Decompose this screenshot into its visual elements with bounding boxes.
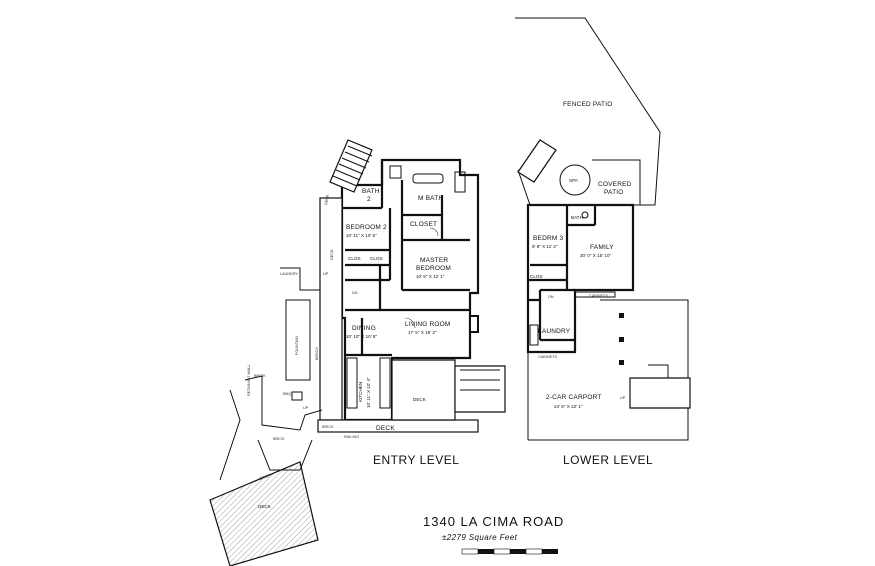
spa-tub xyxy=(559,164,591,196)
covered-patio-edge xyxy=(592,159,641,205)
square-feet: ±2279 Square Feet xyxy=(442,533,518,542)
kitchen-dim: 10' 11" X 10' 4" xyxy=(366,377,371,408)
closet-label: CLOSET xyxy=(410,221,437,228)
post xyxy=(619,313,624,318)
door-swing xyxy=(404,317,416,329)
family-label: FAMILY xyxy=(590,244,614,251)
covered-label: COVERED xyxy=(598,181,632,188)
bbq-box xyxy=(291,391,303,401)
bbq-label: BBQ xyxy=(283,392,291,396)
lower-up-label: UP xyxy=(620,396,626,400)
carport-label: 2-CAR CARPORT xyxy=(546,394,602,401)
bedrm3-dim: 9' 8" X 11' 2" xyxy=(532,244,558,249)
bedroom2-label: BEDROOM 2 xyxy=(346,224,387,231)
laundry-small-label: LAUNDRY xyxy=(280,272,299,276)
deck-main-label: DECK xyxy=(413,397,427,402)
clos1-label: CLOS xyxy=(348,256,361,261)
fenced-patio-boundary xyxy=(515,17,661,206)
bedroom-label: BEDROOM xyxy=(416,265,451,272)
post xyxy=(619,360,624,365)
m-bath-fixture xyxy=(454,171,466,193)
master-label: MASTER xyxy=(420,257,448,264)
carport-dim: 24' 6" X 22' 1" xyxy=(554,404,583,409)
bedroom2-dim: 10' 11" X 10' 5" xyxy=(346,233,377,238)
post xyxy=(619,337,624,342)
lower-dn-label: DN xyxy=(548,295,554,299)
living-dim: 17' 5" X 18' 2" xyxy=(408,330,437,335)
fountain-walk xyxy=(285,299,311,381)
entry-level-plan xyxy=(209,139,506,566)
lower-stair-top xyxy=(517,139,557,183)
lower-bath-label: BATH xyxy=(571,215,583,220)
lower-interior-walls xyxy=(528,205,597,342)
bath2-fixture xyxy=(389,165,402,179)
bath-toilet xyxy=(581,211,589,219)
deck-vertical-label: DECK xyxy=(330,249,334,260)
address-title: 1340 LA CIMA ROAD xyxy=(423,514,564,529)
master-dim: 10' 8" X 12' 1" xyxy=(416,274,445,279)
brick-label-4: BRICK xyxy=(259,473,272,481)
bench-label: BENCH xyxy=(315,346,319,360)
carport-edge xyxy=(527,299,689,441)
cabinets-label-2: CABINETS xyxy=(538,355,557,359)
fountain-label: FOUNTAIN xyxy=(295,336,299,355)
entry-right-deck xyxy=(391,359,506,421)
up-label: UP xyxy=(303,406,309,410)
living-label: LIVING ROOM xyxy=(405,321,451,328)
cabinets-box xyxy=(574,291,616,298)
laundry-machine xyxy=(529,324,539,346)
lower-hatched-deck xyxy=(209,461,319,566)
brick-label-3: BRICK xyxy=(322,425,334,429)
entry-stair-top xyxy=(329,139,373,193)
spa-label: SPA xyxy=(569,178,579,183)
entry-level-heading: ENTRY LEVEL xyxy=(373,453,459,467)
deck-vertical-label-2: DECK xyxy=(324,194,330,206)
fireplace xyxy=(469,315,479,333)
bathtub xyxy=(412,173,444,184)
deck-lower-label: DECK xyxy=(258,504,272,509)
scale-bar xyxy=(461,548,558,555)
title-block: 1340 LA CIMA ROAD ±2279 Square Feet xyxy=(423,514,564,555)
m-bath-label: M BATH xyxy=(418,195,443,202)
bottom-deck xyxy=(317,419,479,433)
bedrm3-label: BEDRM 3 xyxy=(533,235,563,242)
railing-label: RAILING xyxy=(344,435,359,439)
fenced-patio-label: FENCED PATIO xyxy=(563,101,612,108)
deck-bottom-label: DECK xyxy=(376,425,395,432)
dining-dim: 10' 10" X 10' 8" xyxy=(346,334,377,339)
lower-outer-walls xyxy=(526,203,635,354)
dn-label: DN xyxy=(352,291,358,295)
left-deck-strip xyxy=(319,197,343,421)
laundry-label: LAUNDRY xyxy=(538,328,571,335)
brick-label-2: BRICK xyxy=(273,437,285,441)
walkway-line xyxy=(280,267,320,291)
kitchen-counter xyxy=(346,357,358,409)
entry-labels: BATH 2 M BATH BEDROOM 2 10' 11" X 10' 5"… xyxy=(247,188,459,509)
lower-clos-label: CLOS xyxy=(530,274,543,279)
retaining-label: RETAINING WALL xyxy=(247,364,251,396)
lower-labels: FENCED PATIO SPA COVERED PATIO BATH BEDR… xyxy=(530,101,653,467)
retaining-wall xyxy=(244,375,323,431)
entry-interior-walls xyxy=(342,160,470,357)
clos2-label: CLOS xyxy=(370,256,383,261)
lower-level-heading: LOWER LEVEL xyxy=(563,453,653,467)
bath2-num: 2 xyxy=(367,196,371,203)
patio-label: PATIO xyxy=(604,189,624,196)
kitchen-label: KITCHEN xyxy=(358,382,363,402)
bath2-label: BATH xyxy=(362,188,380,195)
lower-stair-right xyxy=(629,364,691,409)
door-swing xyxy=(429,227,439,237)
cabinets-label-1: CABINETS xyxy=(589,294,608,298)
lower-level-plan xyxy=(515,17,691,441)
brick-label-1: BRICK xyxy=(254,374,266,378)
family-dim: 20' 0" X 15' 10" xyxy=(580,253,611,258)
kitchen-counter-2 xyxy=(379,357,391,409)
dining-label: DINING xyxy=(352,325,376,332)
up-label-2: UP xyxy=(323,272,329,276)
